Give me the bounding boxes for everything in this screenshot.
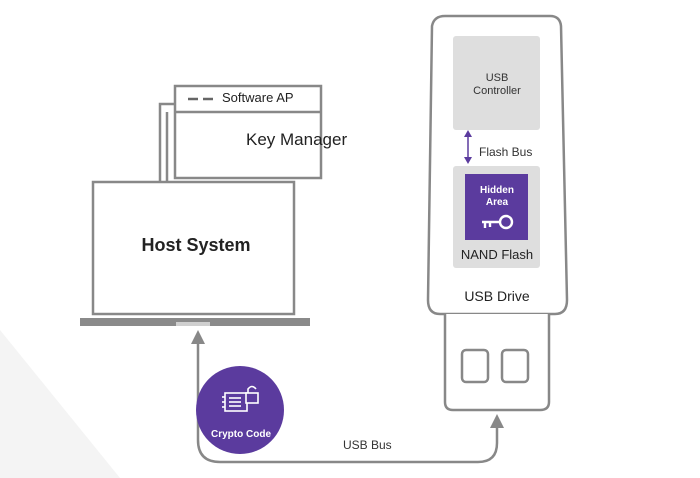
bg-shade: [0, 330, 120, 478]
hidden-area-box: [465, 174, 528, 240]
connector-pin-left: [460, 348, 490, 384]
usb-bus-connector: [196, 342, 499, 464]
usb-controller-line1: USB: [485, 72, 509, 84]
nand-flash-label: NAND Flash: [460, 247, 534, 262]
key-icon: [482, 214, 514, 230]
software-window: [173, 84, 323, 180]
laptop-notch: [176, 322, 210, 326]
usb-controller-panel: [453, 36, 540, 130]
hidden-area-label: Hidden Area: [480, 185, 514, 208]
host-system-label: Host System: [141, 235, 251, 255]
usb-drive-label: USB Drive: [464, 288, 530, 304]
stacked-windows: [158, 102, 175, 182]
hidden-area-line2: Area: [485, 196, 509, 208]
usb-bus-label: USB Bus: [343, 438, 392, 452]
arrow-up-icon: [490, 414, 504, 428]
crypto-code-label: Crypto Code: [211, 429, 271, 440]
flash-bus-label: Flash Bus: [479, 145, 533, 159]
crypto-code-circle: [196, 366, 284, 454]
connector-pin-right: [500, 348, 530, 384]
double-arrow-icon: [464, 130, 472, 164]
usb-controller-line2: Controller: [473, 84, 521, 97]
laptop-screen: [91, 180, 296, 316]
arrow-up-icon: [191, 330, 205, 344]
usb-connector: [443, 314, 551, 412]
hidden-area-line1: Hidden: [480, 185, 514, 196]
key-manager-label: Key Manager: [246, 130, 348, 149]
chip-lock-icon: [222, 385, 259, 412]
laptop: [80, 180, 310, 326]
usb-controller-label: USB Controller: [473, 72, 521, 97]
software-ap-title: Software AP: [222, 90, 294, 105]
